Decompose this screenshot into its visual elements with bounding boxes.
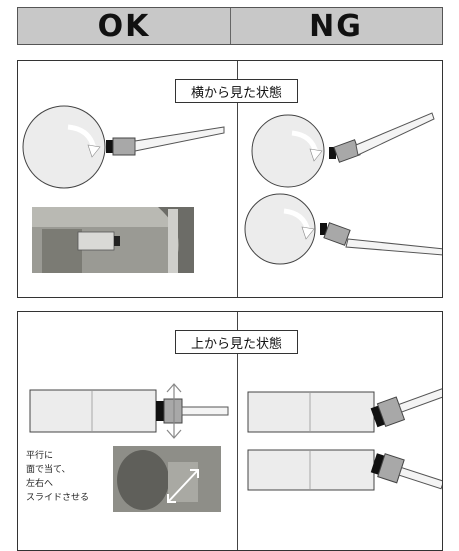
ng-probe-cable-upper	[355, 112, 435, 156]
top-view-illustration	[29, 383, 442, 512]
header-divider	[230, 8, 231, 44]
ok-rotation-arrowhead	[87, 144, 101, 158]
ng-probe-cable-lower	[345, 238, 442, 256]
ok-top-probe	[29, 383, 229, 439]
ng-top-probe-lower	[247, 449, 442, 491]
ng-wheel-top-lower	[247, 449, 375, 491]
ok-heading: OK	[97, 8, 151, 44]
ok-top-photo	[113, 446, 221, 512]
ng-wheel-lower	[244, 193, 316, 265]
ng-wheel-probe-down	[244, 193, 442, 265]
ng-wheel-top-upper	[247, 391, 375, 433]
ok-probe-body	[112, 137, 136, 156]
ng-probe-body-upper	[333, 139, 361, 163]
ok-probe-cable-top	[181, 406, 229, 416]
ng-wheel-upper	[251, 114, 325, 188]
ok-probe-cable	[134, 126, 225, 152]
ok-side-photo	[32, 207, 194, 273]
ng-top-probe-upper	[247, 388, 442, 433]
panel-divider	[237, 312, 238, 550]
ok-wheel-top	[29, 389, 157, 433]
panel-divider	[237, 61, 238, 297]
comparison-header: OK NG	[17, 7, 443, 45]
slide-instruction-note: 平行に 面で当て、 左右へ スライドさせる	[26, 451, 90, 503]
ok-probe-body-top	[163, 398, 183, 424]
ok-wheel-probe	[22, 105, 225, 189]
ng-probe-body-lower	[323, 222, 351, 246]
ng-heading: NG	[309, 8, 363, 44]
side-view-panel: 横から見た状態	[17, 60, 443, 298]
side-view-illustration	[22, 105, 442, 273]
side-view-caption: 横から見た状態	[175, 79, 298, 103]
top-view-panel: 上から見た状態 平行に 面で当て、 左右へ スライドさせる	[17, 311, 443, 551]
ok-wheel	[22, 105, 106, 189]
top-view-caption: 上から見た状態	[175, 330, 298, 354]
ng-wheel-probe-up	[251, 112, 435, 188]
ok-probe-tip	[106, 140, 113, 153]
